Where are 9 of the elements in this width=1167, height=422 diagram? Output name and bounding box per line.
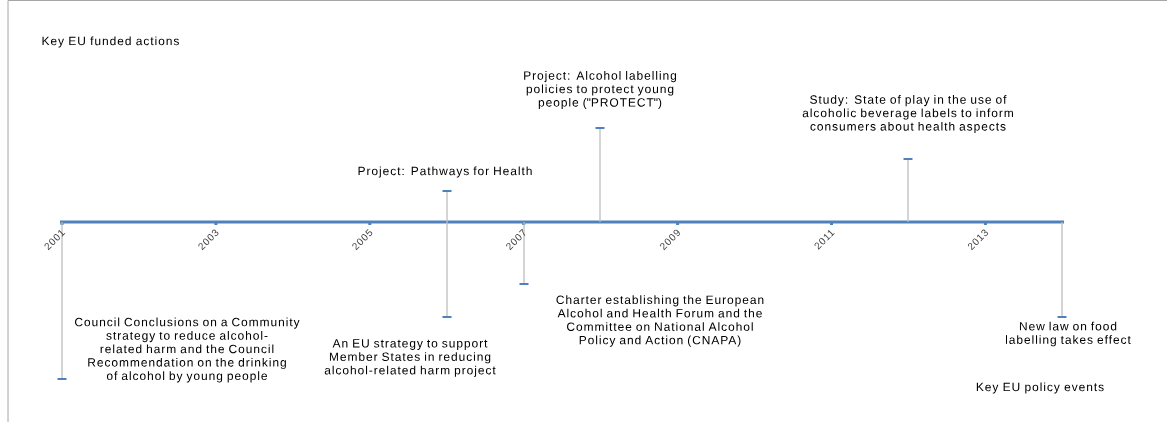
- event-text: Project: Alcohol labelling policies to protect young people ("PROTECT"): [524, 71, 677, 109]
- section-heading: Key EU policy events: [976, 382, 1104, 394]
- event-text: Study: State of play in the use of alcoholic beverage labels to inform consumers about health aspects: [802, 95, 1013, 133]
- event-text: An EU strategy to support Member States in reducing alcohol-related harm project: [324, 339, 496, 377]
- section-heading: Key EU funded actions: [42, 36, 179, 48]
- event-text: Charter establishing the European Alcohol and Health Forum and the Committee on National Alcohol Policy and Action (CNAPA): [556, 295, 764, 347]
- event-text: New law on food labelling takes effect: [1005, 321, 1131, 347]
- event-text: Project: Pathways for Health: [358, 166, 532, 178]
- event-text: Council Conclusions on a Community strategy to reduce alcohol-related harm and the Council Recommendation on the drinking of alcohol by young people: [75, 317, 300, 383]
